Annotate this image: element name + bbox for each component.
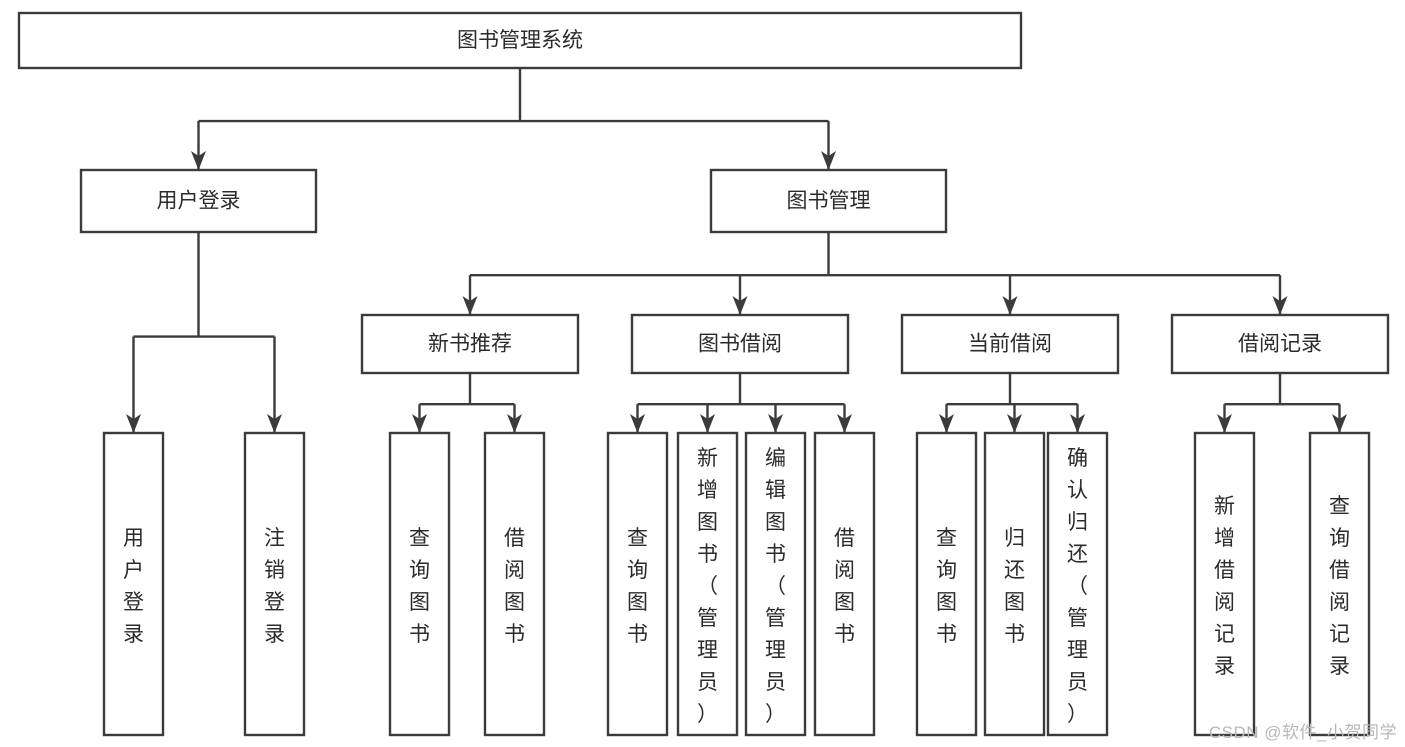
node-label: 新书推荐 — [428, 333, 512, 356]
arrow-head-icon — [630, 414, 645, 433]
arrow-head-icon — [507, 414, 522, 433]
node-box — [1170, 313, 1390, 375]
arrow-head-icon — [1217, 414, 1232, 433]
node-label: 归还图书 — [1004, 527, 1025, 646]
node-label: 图书借阅 — [698, 333, 782, 356]
arrow-head-icon — [462, 296, 478, 315]
node-box — [606, 431, 669, 737]
node-leaf-query-book-3[interactable]: 查询图书 — [915, 431, 978, 737]
node-label: 借阅图书 — [504, 527, 525, 646]
node-label: 新增图书（管理员） — [697, 447, 718, 726]
node-book-borrow[interactable]: 图书借阅 — [630, 313, 850, 375]
node-label: 查询图书 — [936, 527, 957, 646]
node-box — [983, 431, 1046, 737]
node-leaf-logout[interactable]: 注销登录 — [243, 431, 306, 737]
arrow-head-icon — [1007, 414, 1022, 433]
node-root[interactable]: 图书管理系统 — [17, 11, 1023, 70]
node-label: 用户登录 — [157, 190, 241, 213]
arrow-head-icon — [412, 414, 427, 433]
node-label: 借阅图书 — [834, 527, 855, 646]
node-leaf-edit-book[interactable]: 编辑图书（管理员） — [744, 431, 807, 737]
node-leaf-add-book[interactable]: 新增图书（管理员） — [676, 431, 739, 737]
node-label: 查询借阅记录 — [1329, 495, 1350, 678]
node-box — [102, 431, 165, 737]
node-box — [17, 11, 1023, 70]
arrow-head-icon — [1332, 414, 1347, 433]
node-leaf-query-record[interactable]: 查询借阅记录 — [1308, 431, 1371, 737]
node-box — [709, 168, 948, 234]
arrow-head-icon — [837, 414, 852, 433]
node-borrow-record[interactable]: 借阅记录 — [1170, 313, 1390, 375]
node-label: 注销登录 — [264, 527, 285, 646]
node-box — [360, 313, 580, 375]
arrow-head-icon — [1272, 296, 1288, 315]
node-label: 借阅记录 — [1238, 333, 1322, 356]
diagram-nodes: 图书管理系统用户登录图书管理新书推荐图书借阅当前借阅借阅记录用户登录注销登录查询… — [17, 11, 1390, 737]
node-label: 查询图书 — [627, 527, 648, 646]
node-box — [744, 431, 807, 737]
node-leaf-add-record[interactable]: 新增借阅记录 — [1193, 431, 1256, 737]
node-leaf-borrow-book-1[interactable]: 借阅图书 — [483, 431, 546, 737]
node-label: 当前借阅 — [968, 333, 1052, 356]
node-box — [1193, 431, 1256, 737]
node-box — [79, 168, 318, 234]
node-label: 用户登录 — [123, 527, 144, 646]
arrow-head-icon — [768, 414, 783, 433]
node-label: 新增借阅记录 — [1214, 495, 1235, 678]
node-box — [1046, 431, 1109, 737]
node-user-login[interactable]: 用户登录 — [79, 168, 318, 234]
node-leaf-user-login[interactable]: 用户登录 — [102, 431, 165, 737]
connector-links — [126, 68, 1347, 433]
arrow-head-icon — [191, 151, 206, 170]
node-leaf-borrow-book-2[interactable]: 借阅图书 — [813, 431, 876, 737]
node-box — [676, 431, 739, 737]
node-label: 图书管理系统 — [457, 29, 583, 52]
node-box — [915, 431, 978, 737]
node-leaf-query-book-1[interactable]: 查询图书 — [388, 431, 451, 737]
node-box — [388, 431, 451, 737]
arrow-head-icon — [732, 296, 748, 315]
node-label: 图书管理 — [787, 190, 871, 213]
node-current-borrow[interactable]: 当前借阅 — [900, 313, 1120, 375]
watermark-label: CSDN @软件_小贺同学 — [1208, 723, 1397, 742]
node-label: 编辑图书（管理员） — [765, 447, 786, 726]
node-new-book-rec[interactable]: 新书推荐 — [360, 313, 580, 375]
node-box — [1308, 431, 1371, 737]
node-leaf-query-book-2[interactable]: 查询图书 — [606, 431, 669, 737]
arrow-head-icon — [821, 151, 836, 170]
node-label: 查询图书 — [409, 527, 430, 646]
arrow-head-icon — [267, 414, 282, 433]
node-box — [813, 431, 876, 737]
node-leaf-confirm-return[interactable]: 确认归还（管理员） — [1046, 431, 1109, 737]
node-box — [900, 313, 1120, 375]
node-box — [483, 431, 546, 737]
node-leaf-return-book[interactable]: 归还图书 — [983, 431, 1046, 737]
arrow-head-icon — [126, 414, 141, 433]
arrow-head-icon — [700, 414, 715, 433]
node-box — [630, 313, 850, 375]
arrow-head-icon — [1070, 414, 1085, 433]
arrow-head-icon — [1002, 296, 1018, 315]
arrow-head-icon — [939, 414, 954, 433]
node-box — [243, 431, 306, 737]
node-label: 确认归还（管理员） — [1067, 447, 1088, 726]
node-book-manage[interactable]: 图书管理 — [709, 168, 948, 234]
